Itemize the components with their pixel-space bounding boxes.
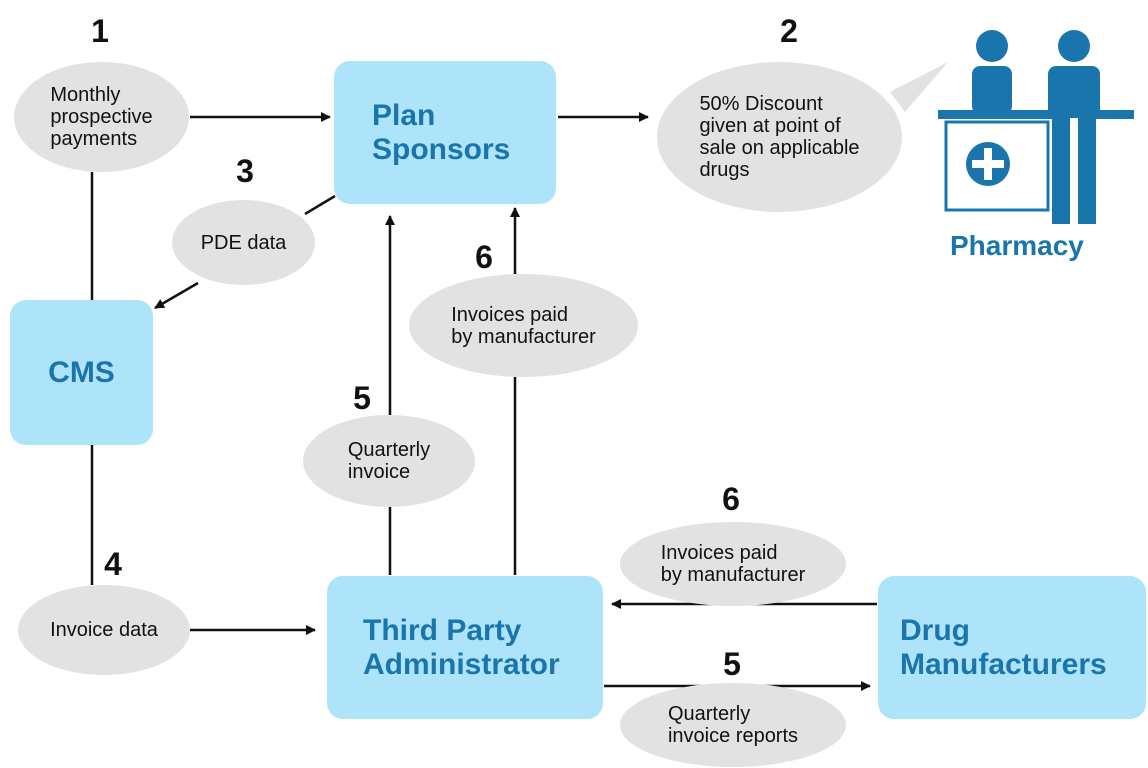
discount-label: 50% Discount given at point of sale on a… <box>657 62 902 212</box>
invoices-paid-manufacturer-label: Invoices paid by manufacturer <box>620 522 846 606</box>
step-number: 6 <box>722 481 740 517</box>
quarterly-invoice-label: Quarterly invoice <box>303 415 475 507</box>
step-number: 5 <box>353 380 371 416</box>
step-number: 4 <box>104 546 122 582</box>
step-number: 6 <box>475 239 493 275</box>
step-number: 5 <box>723 646 741 682</box>
third-party-administrator-node: Third Party Administrator <box>327 576 603 719</box>
plan-sponsors-node: Plan Sponsors <box>334 61 556 204</box>
invoice-data-label: Invoice data <box>18 585 190 675</box>
pharmacy-caption: Pharmacy <box>950 230 1084 261</box>
drug-manufacturers-node: Drug Manufacturers <box>878 576 1146 719</box>
quarterly-invoice-reports-label: Quarterly invoice reports <box>620 683 846 767</box>
step-number: 1 <box>91 13 109 49</box>
line-sponsors-to-pde <box>304 194 336 216</box>
monthly-payments-label: Monthly prospective payments <box>14 62 189 172</box>
step-number: 2 <box>780 13 798 49</box>
cms-node: CMS <box>10 300 153 445</box>
arrow-pde-to-cms <box>154 281 199 310</box>
pde-data-label: PDE data <box>172 200 315 285</box>
invoices-paid-sponsors-label: Invoices paid by manufacturer <box>409 274 638 377</box>
step-number: 3 <box>236 153 254 189</box>
pharmacy-counter-icon <box>938 30 1134 224</box>
